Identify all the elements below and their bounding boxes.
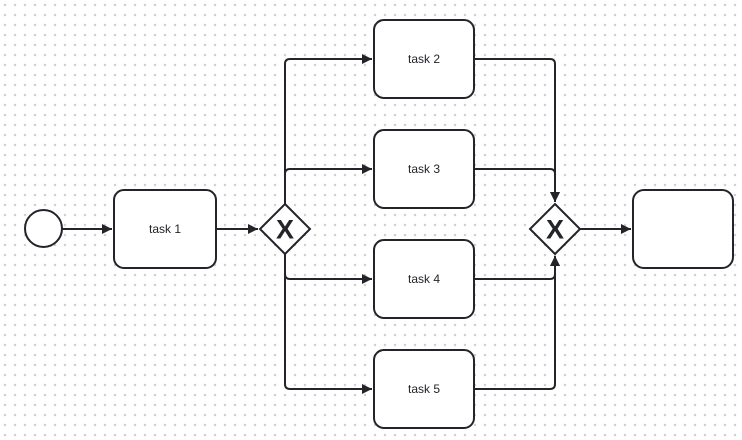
task-4-label: task 4 xyxy=(408,272,440,286)
start-event-circle xyxy=(24,209,63,248)
sequence-flows xyxy=(62,54,631,394)
task-5-label: task 5 xyxy=(408,382,440,396)
gateway-split-diamond xyxy=(258,202,312,256)
task-2-label: task 2 xyxy=(408,52,440,66)
flow-task3-to-join[interactable] xyxy=(474,168,560,202)
flow-task4-to-join[interactable] xyxy=(474,256,560,280)
start-event[interactable] xyxy=(24,209,63,248)
task-1[interactable]: task 1 xyxy=(113,189,217,269)
task-4-box xyxy=(373,239,475,319)
flow-split-to-task5[interactable] xyxy=(284,254,372,394)
task-3[interactable]: task 3 xyxy=(373,129,475,209)
task-1-label: task 1 xyxy=(149,222,181,236)
task-2[interactable]: task 2 xyxy=(373,19,475,99)
end-node[interactable] xyxy=(632,189,734,269)
end-node-box xyxy=(632,189,734,269)
gateway-join[interactable]: X xyxy=(528,202,582,256)
flow-split-to-task2[interactable] xyxy=(284,54,372,204)
task-4[interactable]: task 4 xyxy=(373,239,475,319)
task-1-box xyxy=(113,189,217,269)
exclusive-gateway-x-icon: X xyxy=(546,215,564,245)
task-3-label: task 3 xyxy=(408,162,440,176)
task-5[interactable]: task 5 xyxy=(373,349,475,429)
flow-split-to-task4[interactable] xyxy=(284,254,372,284)
gateway-join-diamond xyxy=(528,202,582,256)
flow-task5-to-join[interactable] xyxy=(474,256,560,390)
task-2-box xyxy=(373,19,475,99)
flow-task2-to-join[interactable] xyxy=(474,58,560,202)
exclusive-gateway-x-icon: X xyxy=(276,215,294,245)
task-5-box xyxy=(373,349,475,429)
gateway-split[interactable]: X xyxy=(258,202,312,256)
task-3-box xyxy=(373,129,475,209)
flow-split-to-task3[interactable] xyxy=(284,164,372,204)
